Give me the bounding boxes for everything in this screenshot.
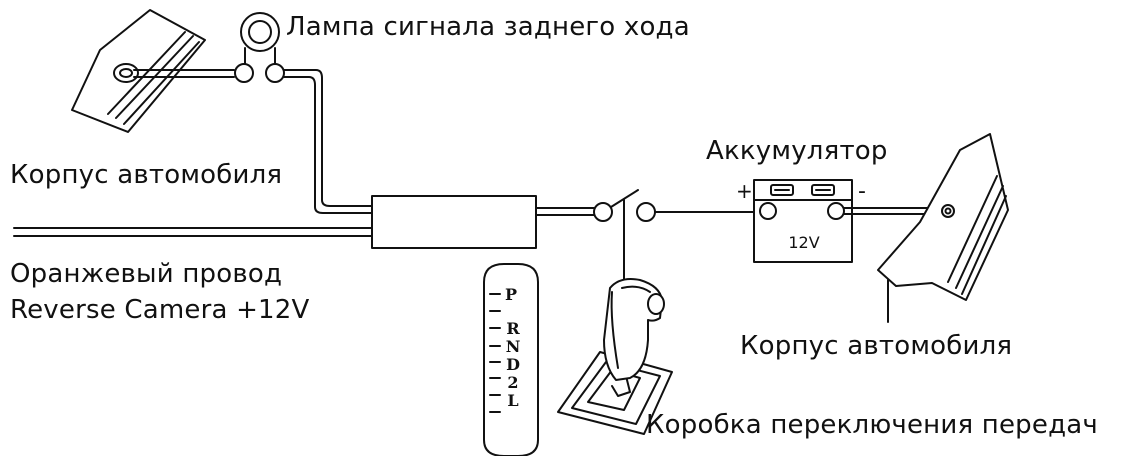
orange-wire xyxy=(13,227,373,237)
reverse-lamp xyxy=(234,12,285,83)
gearbox-label: Коробка переключения передач xyxy=(646,410,1098,440)
gear-n: N xyxy=(506,337,521,356)
connector-block xyxy=(371,195,537,249)
gear-r: R xyxy=(506,319,520,338)
lamp-feed-wires xyxy=(283,69,373,214)
gear-l: L xyxy=(507,391,518,410)
gear-d: D xyxy=(506,355,520,374)
gear-shifter xyxy=(557,278,673,435)
gear-2: 2 xyxy=(507,373,518,392)
car-body-left-label: Корпус автомобиля xyxy=(10,160,283,190)
battery-plus-sign: + xyxy=(736,179,753,203)
gear-indicator: P R N D 2 L xyxy=(483,263,539,457)
lamp-label: Лампа сигнала заднего хода xyxy=(286,12,690,42)
ground-wire-left xyxy=(133,69,235,78)
gear-p: P xyxy=(505,285,517,304)
orange-wire-label: Оранжевый провод xyxy=(10,259,283,289)
car-body-right-label: Корпус автомобиля xyxy=(740,331,1013,361)
car-body-right xyxy=(877,133,1009,323)
switch-feed-wires xyxy=(535,207,595,216)
battery-minus-sign: - xyxy=(858,179,866,204)
reverse-camera-label: Reverse Camera +12V xyxy=(10,295,310,325)
battery-voltage: 12V xyxy=(788,233,819,252)
battery-label: Аккумулятор xyxy=(706,136,888,166)
reverse-switch xyxy=(593,189,656,283)
battery xyxy=(753,179,853,263)
